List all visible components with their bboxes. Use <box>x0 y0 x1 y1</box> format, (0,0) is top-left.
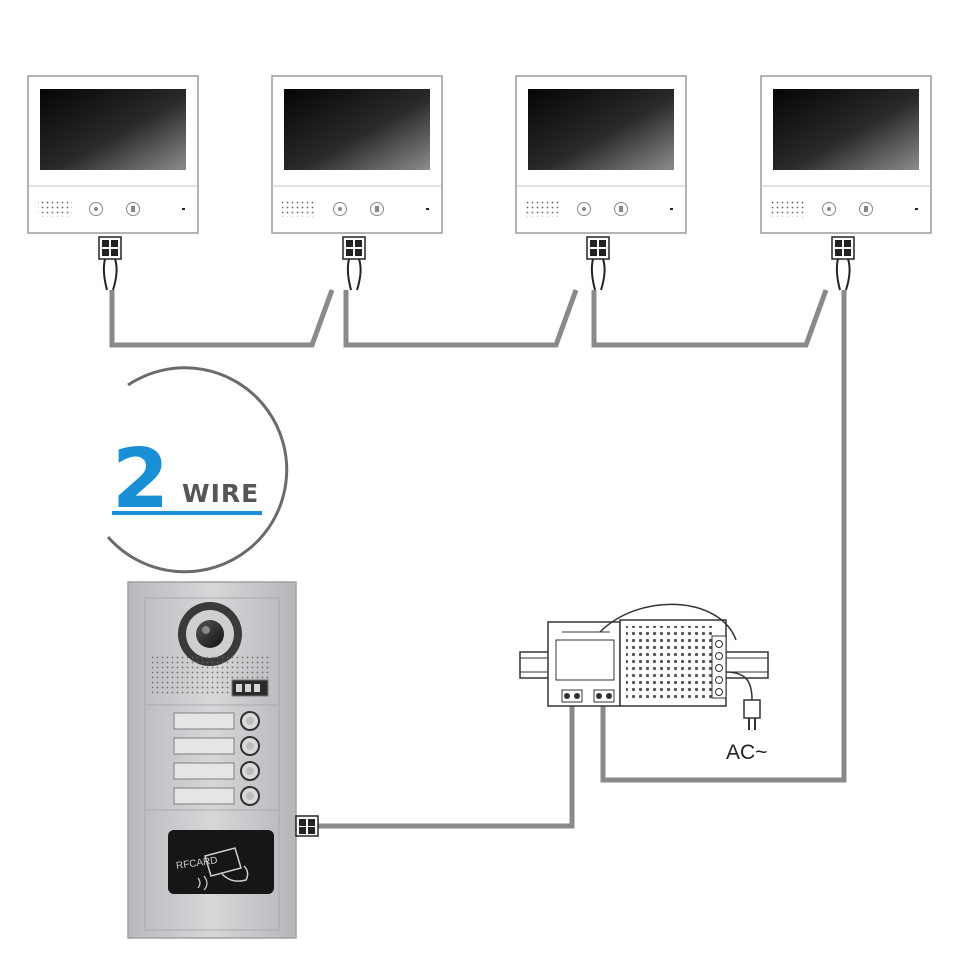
terminal-screw <box>844 249 851 256</box>
badge-circle-arc <box>106 366 289 574</box>
terminal-screw <box>102 240 109 247</box>
wire-door-power <box>318 702 575 829</box>
monitor-screen <box>528 89 674 170</box>
camera-icon <box>196 620 224 648</box>
rfid-card-hand-icon <box>204 847 249 882</box>
monitor-4 <box>760 75 932 291</box>
monitor-screen <box>40 89 186 170</box>
call-button-center <box>246 717 254 725</box>
terminal-lead-wires <box>590 258 606 291</box>
name-plate <box>173 712 235 730</box>
monitor-terminal <box>586 236 610 291</box>
call-button-center <box>246 742 254 750</box>
monitor-screen <box>773 89 919 170</box>
terminal-screw <box>835 240 842 247</box>
monitor-1 <box>27 75 199 291</box>
call-button-list <box>173 711 260 806</box>
two-wire-badge: 2 WIRE <box>106 366 289 574</box>
outdoor-door-station: RFCARD <box>127 581 319 939</box>
monitor-power-led <box>182 208 185 210</box>
terminal-screw <box>102 249 109 256</box>
psu-vent-grille <box>626 626 712 700</box>
unlock-icon-glyph <box>864 206 868 212</box>
monitor-power-led <box>426 208 429 210</box>
terminal-lead-wires <box>102 258 118 291</box>
terminal-screw <box>346 240 353 247</box>
monitor-terminal <box>342 236 366 291</box>
monitor-terminal <box>98 236 122 291</box>
unlock-icon-glyph <box>619 206 623 212</box>
speaker-grille-icon <box>771 201 805 217</box>
ac-label: AC~ <box>726 741 767 764</box>
din-rail-power-supply: AC~ <box>519 603 769 764</box>
name-plate <box>173 737 235 755</box>
two-wire-bus <box>109 289 847 829</box>
call-icon-glyph <box>582 207 586 211</box>
monitor-terminal <box>831 236 855 291</box>
monitor-3 <box>515 75 687 291</box>
terminal-screw <box>599 240 606 247</box>
monitor-power-led <box>915 208 918 210</box>
terminal-screw <box>599 249 606 256</box>
terminal-screw <box>346 249 353 256</box>
call-icon-glyph <box>827 207 831 211</box>
monitor-2 <box>271 75 443 291</box>
psu-output-cable <box>599 603 737 641</box>
unlock-icon-glyph <box>375 206 379 212</box>
door-station-terminal <box>295 815 319 837</box>
unlock-icon-glyph <box>131 206 135 212</box>
monitor-power-led <box>670 208 673 210</box>
terminal-lead-wires <box>835 258 851 291</box>
terminal-screw <box>590 240 597 247</box>
call-icon-glyph <box>94 207 98 211</box>
terminal-lead-wires <box>346 258 362 291</box>
terminal-screw <box>590 249 597 256</box>
wire-monitor3-monitor4 <box>591 289 829 348</box>
badge-word: WIRE <box>182 479 259 508</box>
door-station-rfid-section <box>144 809 280 931</box>
terminal-screw <box>111 249 118 256</box>
ac-plug-icon <box>743 699 761 730</box>
speaker-grille-icon <box>282 201 316 217</box>
call-button-center <box>246 792 254 800</box>
terminal-screw <box>835 249 842 256</box>
speaker-grille-icon <box>526 201 560 217</box>
terminal-screw <box>111 240 118 247</box>
speaker-grille-icon <box>38 201 72 217</box>
call-icon-glyph <box>338 207 342 211</box>
indoor-monitors <box>27 75 932 291</box>
psu-terminal-block <box>711 635 727 699</box>
terminal-screw <box>355 249 362 256</box>
monitor-screen <box>284 89 430 170</box>
distributor-terminals <box>561 689 615 703</box>
terminal-screw <box>844 240 851 247</box>
ac-input-cable <box>725 671 753 701</box>
wire-monitor2-monitor3 <box>343 289 579 348</box>
wire-monitor4-power <box>600 290 847 783</box>
call-button-center <box>246 767 254 775</box>
name-plate <box>173 762 235 780</box>
name-plate <box>173 787 235 805</box>
terminal-screw <box>355 240 362 247</box>
wire-monitor1-monitor2 <box>109 289 335 348</box>
